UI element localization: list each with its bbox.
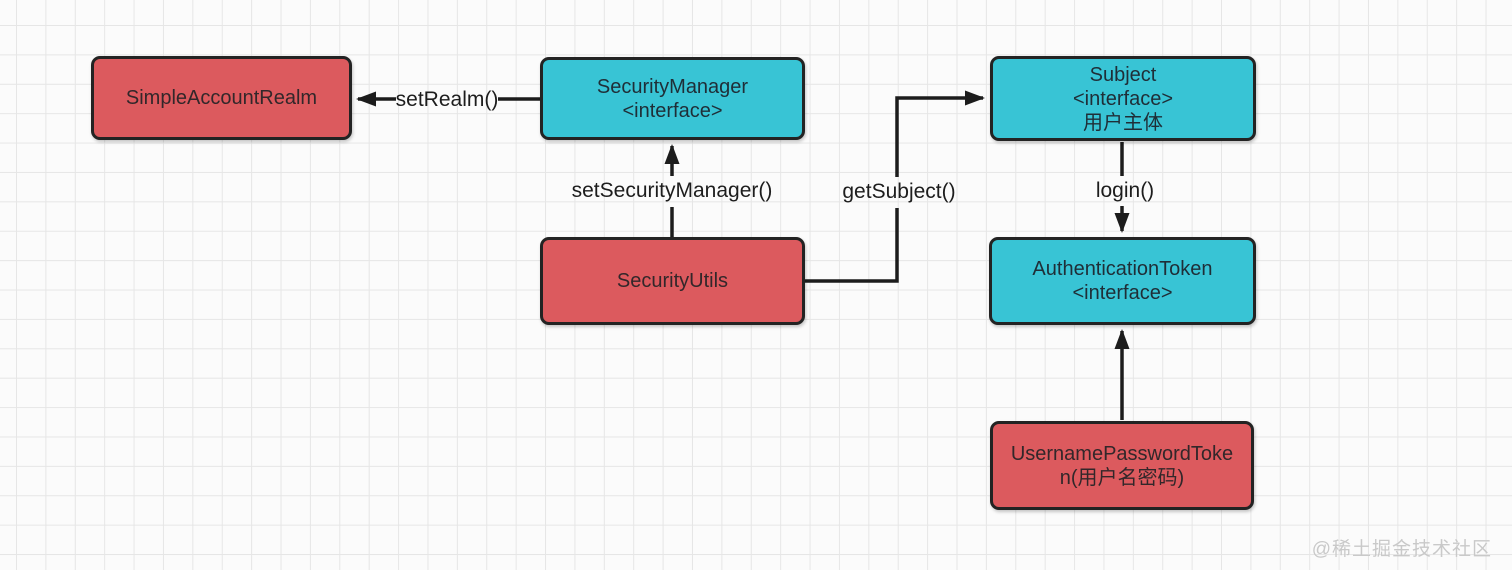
node-security-manager: SecurityManager <interface> (540, 57, 805, 140)
node-label: UsernamePasswordToke (1010, 442, 1234, 465)
node-sublabel-cn: 用户主体 (1083, 111, 1163, 134)
node-authentication-token: AuthenticationToken <interface> (989, 237, 1256, 325)
node-security-utils: SecurityUtils (540, 237, 805, 325)
node-label-cn: n(用户名密码) (1059, 466, 1185, 489)
node-label: SecurityUtils (616, 270, 729, 292)
node-subject: Subject <interface> 用户主体 (990, 56, 1256, 141)
node-sublabel: <interface> (1072, 282, 1173, 304)
node-sublabel: <interface> (622, 99, 723, 122)
node-label: SimpleAccountRealm (125, 87, 318, 109)
edge-label-set-security-manager: setSecurityManager() (571, 179, 773, 202)
node-simple-account-realm: SimpleAccountRealm (91, 56, 352, 140)
node-username-password-token: UsernamePasswordToke n(用户名密码) (990, 421, 1254, 510)
edge-getsubject-arrow (895, 90, 985, 177)
node-label: AuthenticationToken (1032, 258, 1213, 280)
edge-getsubject-segment (805, 208, 899, 283)
edge-label-get-subject: getSubject() (842, 180, 956, 203)
watermark: @稀土掘金技术社区 (1311, 539, 1492, 560)
edge-label-set-realm: setRealm() (395, 88, 499, 111)
node-label: SecurityManager (596, 75, 749, 98)
node-label: Subject (1089, 63, 1157, 86)
edge-label-login: login() (1095, 179, 1155, 202)
node-sublabel: <interface> (1072, 87, 1174, 110)
